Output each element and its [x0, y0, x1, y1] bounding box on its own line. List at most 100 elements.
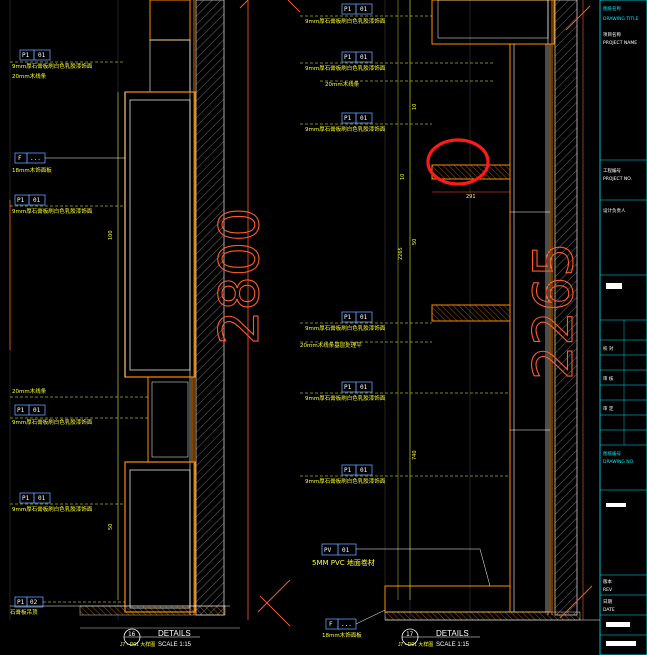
svg-text:9mm厚石膏板刷白色乳胶漆饰面: 9mm厚石膏板刷白色乳胶漆饰面	[305, 324, 386, 332]
svg-text:图纸编号: 图纸编号	[603, 450, 621, 457]
svg-text:P1: P1	[22, 495, 30, 502]
svg-text:工程编号: 工程编号	[603, 167, 621, 174]
svg-text:5MM PVC 地面卷材: 5MM PVC 地面卷材	[312, 558, 375, 567]
svg-text:01: 01	[33, 407, 41, 414]
svg-text:项目名称: 项目名称	[603, 31, 621, 38]
svg-text:PROJECT NO.: PROJECT NO.	[603, 176, 632, 182]
left-small-note-1: 20mm木线条	[12, 72, 47, 80]
svg-text:10: 10	[400, 174, 406, 180]
svg-text:9mm厚石膏板刷白色乳胶漆饰面: 9mm厚石膏板刷白色乳胶漆饰面	[305, 17, 386, 25]
right-callout-1: P1 01 9mm厚石膏板刷白色乳胶漆饰面	[300, 3, 432, 25]
svg-text:...: ...	[30, 155, 41, 162]
svg-text:10: 10	[412, 104, 418, 110]
right-callout-6: P1 01 9mm厚石膏板刷白色乳胶漆饰面	[300, 464, 510, 485]
right-detail-label: 17 DETAILS SCALE 1:15 J7 - D01 大样图	[398, 628, 480, 648]
svg-text:9mm厚石膏板刷白色乳胶漆饰面: 9mm厚石膏板刷白色乳胶漆饰面	[12, 418, 93, 426]
left-callout-4: P1 01 9mm厚石膏板刷白色乳胶漆饰面	[10, 492, 125, 513]
svg-text:审 核: 审 核	[603, 375, 614, 382]
right-callout-4: P1 01 9mm厚石膏板刷白色乳胶漆饰面 20mm木线条基层处理平	[300, 311, 432, 349]
svg-text:50: 50	[412, 239, 418, 245]
svg-text:2265: 2265	[398, 247, 404, 260]
svg-text:P1: P1	[344, 115, 352, 122]
svg-text:9mm厚石膏板刷白色乳胶漆饰面: 9mm厚石膏板刷白色乳胶漆饰面	[12, 207, 93, 215]
svg-text:16: 16	[128, 631, 136, 638]
left-small-note-2: 20mm木线条	[12, 387, 47, 395]
left-detail-label: 16 DETAILS SCALE 1:15 J7 - D01 大样图	[80, 627, 240, 648]
svg-text:J7 - D01 大样图: J7 - D01 大样图	[120, 641, 155, 648]
svg-text:9mm厚石膏板刷白色乳胶漆饰面: 9mm厚石膏板刷白色乳胶漆饰面	[305, 394, 386, 402]
svg-text:01: 01	[360, 467, 368, 474]
svg-text:01: 01	[360, 115, 368, 122]
left-detail: 100 50 2800	[9, 0, 291, 620]
svg-text:9mm厚石膏板刷白色乳胶漆饰面: 9mm厚石膏板刷白色乳胶漆饰面	[305, 125, 386, 133]
svg-text:740: 740	[412, 450, 418, 460]
svg-text:P1: P1	[344, 6, 352, 13]
right-callout-2: P1 01 9mm厚石膏板刷白色乳胶漆饰面 20mm木线条	[300, 51, 495, 88]
svg-text:F: F	[18, 155, 22, 162]
svg-text:日期: 日期	[603, 599, 612, 605]
svg-text:审 定: 审 定	[603, 405, 614, 412]
svg-text:P1: P1	[344, 384, 352, 391]
svg-text:F: F	[329, 621, 333, 628]
svg-text:01: 01	[360, 384, 368, 391]
svg-text:P1: P1	[344, 54, 352, 61]
right-wood-tag: F ... 18mm木饰面板	[322, 609, 386, 639]
svg-text:P1: P1	[17, 407, 25, 414]
svg-text:P1: P1	[22, 52, 30, 59]
svg-text:50: 50	[108, 524, 114, 530]
svg-text:P1: P1	[344, 314, 352, 321]
svg-text:02: 02	[30, 599, 38, 606]
svg-text:设计负责人: 设计负责人	[603, 207, 626, 214]
svg-text:版本: 版本	[603, 578, 612, 585]
svg-text:DRAWING TITLE: DRAWING TITLE	[603, 16, 639, 22]
svg-text:P1: P1	[17, 599, 25, 606]
svg-text:DATE: DATE	[603, 607, 615, 613]
svg-text:9mm厚石膏板刷白色乳胶漆饰面: 9mm厚石膏板刷白色乳胶漆饰面	[12, 505, 93, 513]
svg-text:18mm木饰面板: 18mm木饰面板	[322, 631, 362, 639]
svg-text:SCALE 1:15: SCALE 1:15	[436, 642, 470, 648]
svg-text:01: 01	[360, 314, 368, 321]
svg-text:P1: P1	[17, 197, 25, 204]
svg-text:J7 - D01 大样图: J7 - D01 大样图	[398, 641, 433, 648]
svg-text:01: 01	[360, 6, 368, 13]
svg-text:9mm厚石膏板刷白色乳胶漆饰面: 9mm厚石膏板刷白色乳胶漆饰面	[12, 62, 93, 70]
svg-text:01: 01	[38, 52, 46, 59]
svg-text:18mm木饰面板: 18mm木饰面板	[12, 166, 52, 174]
svg-text:PROJECT NAME: PROJECT NAME	[603, 40, 637, 46]
svg-text:PV: PV	[324, 547, 332, 554]
svg-text:DETAILS: DETAILS	[436, 629, 469, 638]
left-callout-1: P1 01 9mm厚石膏板刷白色乳胶漆饰面 20mm木线条	[10, 49, 125, 80]
svg-text:图纸名称: 图纸名称	[603, 5, 621, 12]
right-pvc-tag: PV 01 5MM PVC 地面卷材	[312, 543, 491, 587]
right-small-note-2: 20mm木线条基层处理平	[300, 341, 362, 349]
svg-text:01: 01	[360, 54, 368, 61]
left-wood-tag: F ... 18mm木饰面板	[12, 152, 125, 174]
left-gap-dimension: 100	[108, 230, 114, 240]
left-callout-3: 20mm木线条 P1 01 9mm厚石膏板刷白色乳胶漆饰面	[10, 387, 148, 426]
svg-text:01: 01	[33, 197, 41, 204]
markup-circle	[426, 138, 490, 186]
left-callout-2: P1 01 9mm厚石膏板刷白色乳胶漆饰面	[10, 194, 125, 215]
svg-text:校 对: 校 对	[603, 345, 614, 352]
title-block: 图纸名称 DRAWING TITLE 项目名称 PROJECT NAME 工程编…	[599, 0, 647, 655]
right-detail: 291 10 50 2265 740 10 2265	[259, 0, 600, 627]
svg-text:9mm厚石膏板刷白色乳胶漆饰面: 9mm厚石膏板刷白色乳胶漆饰面	[305, 64, 386, 72]
svg-text:17: 17	[406, 631, 414, 638]
overall-height-dimension-right: 2265	[522, 243, 585, 380]
right-small-note-1: 20mm木线条	[325, 80, 360, 88]
right-callout-3: P1 01 9mm厚石膏板刷白色乳胶漆饰面	[300, 112, 432, 133]
svg-text:P1: P1	[344, 467, 352, 474]
shelf-width-dimension: 291	[466, 194, 476, 200]
svg-text:DRAWING NO.: DRAWING NO.	[603, 459, 634, 465]
svg-text:01: 01	[342, 547, 350, 554]
svg-text:9mm厚石膏板刷白色乳胶漆饰面: 9mm厚石膏板刷白色乳胶漆饰面	[305, 477, 386, 485]
svg-text:...: ...	[341, 621, 352, 628]
svg-text:石膏板吊顶: 石膏板吊顶	[10, 608, 38, 616]
overall-height-dimension-left: 2800	[208, 208, 271, 345]
svg-text:SCALE 1:15: SCALE 1:15	[158, 642, 192, 648]
left-callout-5: P1 02 石膏板吊顶	[10, 596, 125, 616]
svg-text:DETAILS: DETAILS	[158, 629, 191, 638]
svg-text:01: 01	[38, 495, 46, 502]
svg-text:REV: REV	[603, 587, 613, 593]
